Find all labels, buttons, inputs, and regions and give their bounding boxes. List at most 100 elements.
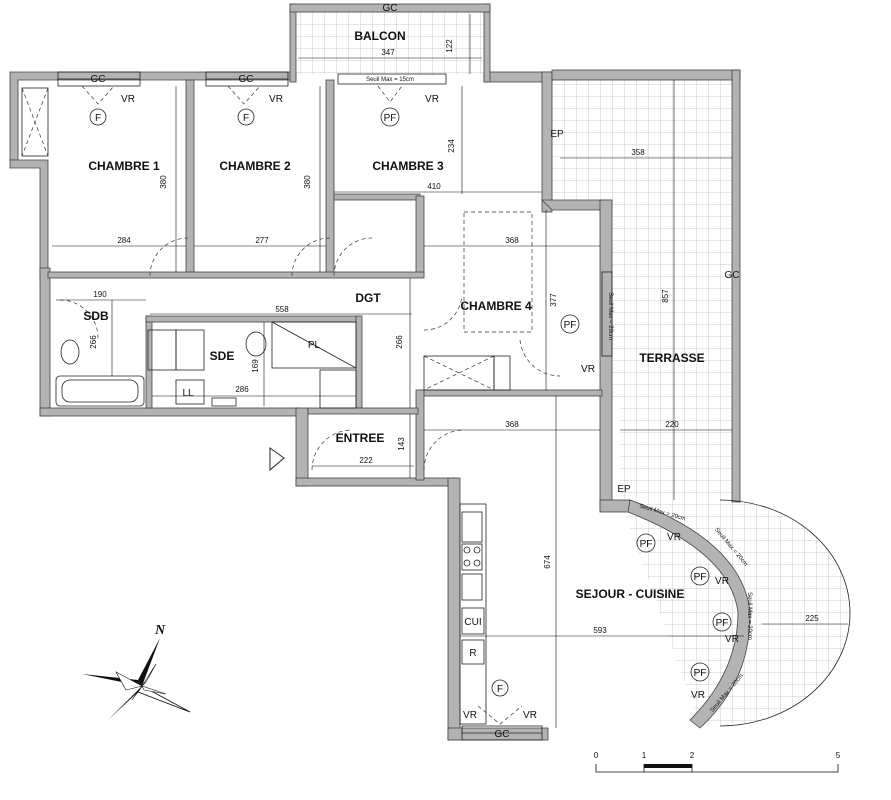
seuil-terrasse-note-4: Seuil Max = 20cm — [746, 592, 752, 640]
dim-ch2-width: 277 — [255, 236, 269, 245]
porte-fenetre-ch4: PF — [560, 314, 580, 334]
cui-label: CUI — [464, 617, 481, 628]
seuil-terrasse-note-1: Seuil Max = 20cm — [607, 292, 613, 340]
dim-balcon-depth: 122 — [445, 39, 454, 53]
dim-sejour-width: 593 — [593, 626, 607, 635]
toilet-sde — [245, 331, 267, 357]
laundry — [175, 379, 205, 405]
fixtures — [21, 87, 533, 725]
dim-terrasse-bottom: 220 — [665, 420, 679, 429]
fenetre-ch1: F — [89, 108, 107, 126]
wall-right-ch3 — [541, 71, 553, 213]
gc-label-ch1: GC — [91, 74, 106, 85]
dim-entree-depth: 143 — [397, 437, 406, 451]
shelf-sde — [211, 397, 237, 407]
closet-ch4-b — [493, 355, 511, 391]
doors — [59, 85, 561, 725]
room-sejour: SEJOUR - CUISINE — [576, 587, 685, 601]
room-chambre3: CHAMBRE 3 — [372, 159, 444, 173]
vr-label-sejour-2: VR — [715, 576, 729, 587]
scale-tick-0: 0 — [594, 751, 599, 760]
r-label: R — [469, 648, 476, 659]
terrace-tile-area — [552, 80, 738, 726]
dim-sdb-width: 190 — [93, 290, 107, 299]
wall-balcon-left — [289, 3, 297, 83]
fenetre-ch2: F — [237, 108, 255, 126]
window-ch3 — [337, 73, 447, 85]
vr-label-sejour-6: VR — [523, 710, 537, 721]
svg-text:PF: PF — [564, 320, 577, 331]
wall-bedrooms-bottom — [47, 271, 425, 279]
dim-ch3-depth: 234 — [447, 139, 456, 153]
wall-sejour-right-low — [599, 499, 631, 513]
gc-label-balcon: GC — [383, 3, 398, 14]
dim-sde-width: 286 — [235, 385, 249, 394]
wall-left-block — [9, 159, 49, 281]
dim-ch2-depth: 380 — [303, 175, 312, 189]
wall-bottom-left — [39, 407, 301, 417]
svg-text:PF: PF — [384, 113, 397, 124]
vr-label-sejour-5: VR — [463, 710, 477, 721]
dim-ch3-width: 410 — [427, 182, 441, 191]
walls — [9, 3, 851, 741]
toilet-sdb — [60, 339, 80, 365]
wall-entree-left — [295, 407, 309, 487]
closet-ch1 — [21, 87, 49, 157]
wall-left-lower — [39, 267, 51, 417]
ep-label-bottom: EP — [617, 484, 631, 495]
dim-ch1-width: 284 — [117, 236, 131, 245]
dim-ch1-depth: 380 — [159, 175, 168, 189]
dim-entree-width: 222 — [359, 456, 373, 465]
window-ch4-side — [601, 271, 613, 357]
ll-label: LL — [182, 388, 194, 399]
north-arrow-icon: N — [82, 623, 191, 720]
dim-terrasse-top: 358 — [631, 148, 645, 157]
dim-sejour-height: 674 — [543, 555, 552, 569]
wall-ch4-left — [415, 195, 425, 277]
gc-label-sejour: GC — [495, 729, 510, 740]
seuil-balcon-note: Seuil Max = 15cm — [366, 77, 414, 83]
vr-label-ch3: VR — [425, 94, 439, 105]
kitchen-oven — [461, 573, 483, 601]
kitchen-sink — [461, 511, 483, 543]
terrace-tiling — [296, 12, 850, 726]
wall-terrace-right — [731, 69, 741, 503]
room-balcon: BALCON — [354, 29, 405, 43]
kitchen-counter — [459, 503, 487, 725]
vr-label-sejour-3: VR — [725, 634, 739, 645]
svg-text:PF: PF — [716, 618, 729, 629]
svg-text:F: F — [243, 113, 249, 124]
dim-sde-depth: 169 — [251, 359, 260, 373]
vr-label-ch1: VR — [121, 94, 135, 105]
vr-label-sejour-1: VR — [667, 532, 681, 543]
north-label: N — [154, 623, 166, 638]
sink-sde — [175, 329, 205, 371]
balcon-tiles — [296, 12, 484, 74]
vr-label-ch4: VR — [581, 364, 595, 375]
round-terrace-tiles — [720, 500, 850, 726]
dim-terrasse-height: 857 — [661, 289, 670, 303]
bathtub — [55, 375, 145, 407]
room-dgt: DGT — [355, 291, 381, 305]
wall-outer-top-left — [9, 71, 297, 161]
wall-entree-bottom — [295, 477, 457, 487]
bed-ch4 — [463, 211, 533, 333]
wall-ch3-bottom — [333, 193, 421, 201]
porte-fenetre-sejour-3: PF — [712, 612, 732, 632]
wall-sde-top — [145, 315, 361, 323]
room-entree: ENTREE — [336, 431, 385, 445]
wall-ch4-bottom — [419, 389, 603, 397]
windows — [57, 71, 613, 741]
kitchen-fridge — [461, 639, 485, 665]
wall-sejour-left — [447, 477, 461, 741]
wall-entree-right — [415, 389, 425, 481]
wall-ch2-ch3 — [325, 79, 335, 277]
dim-ch4-width: 368 — [505, 236, 519, 245]
svg-text:F: F — [95, 113, 101, 124]
porte-fenetre-ch3: PF — [380, 107, 400, 127]
porte-fenetre-sejour-2: PF — [690, 566, 710, 586]
room-chambre4: CHAMBRE 4 — [460, 299, 532, 313]
shower — [271, 321, 357, 369]
room-chambre2: CHAMBRE 2 — [219, 159, 291, 173]
dim-ch4-depth: 377 — [549, 293, 558, 307]
